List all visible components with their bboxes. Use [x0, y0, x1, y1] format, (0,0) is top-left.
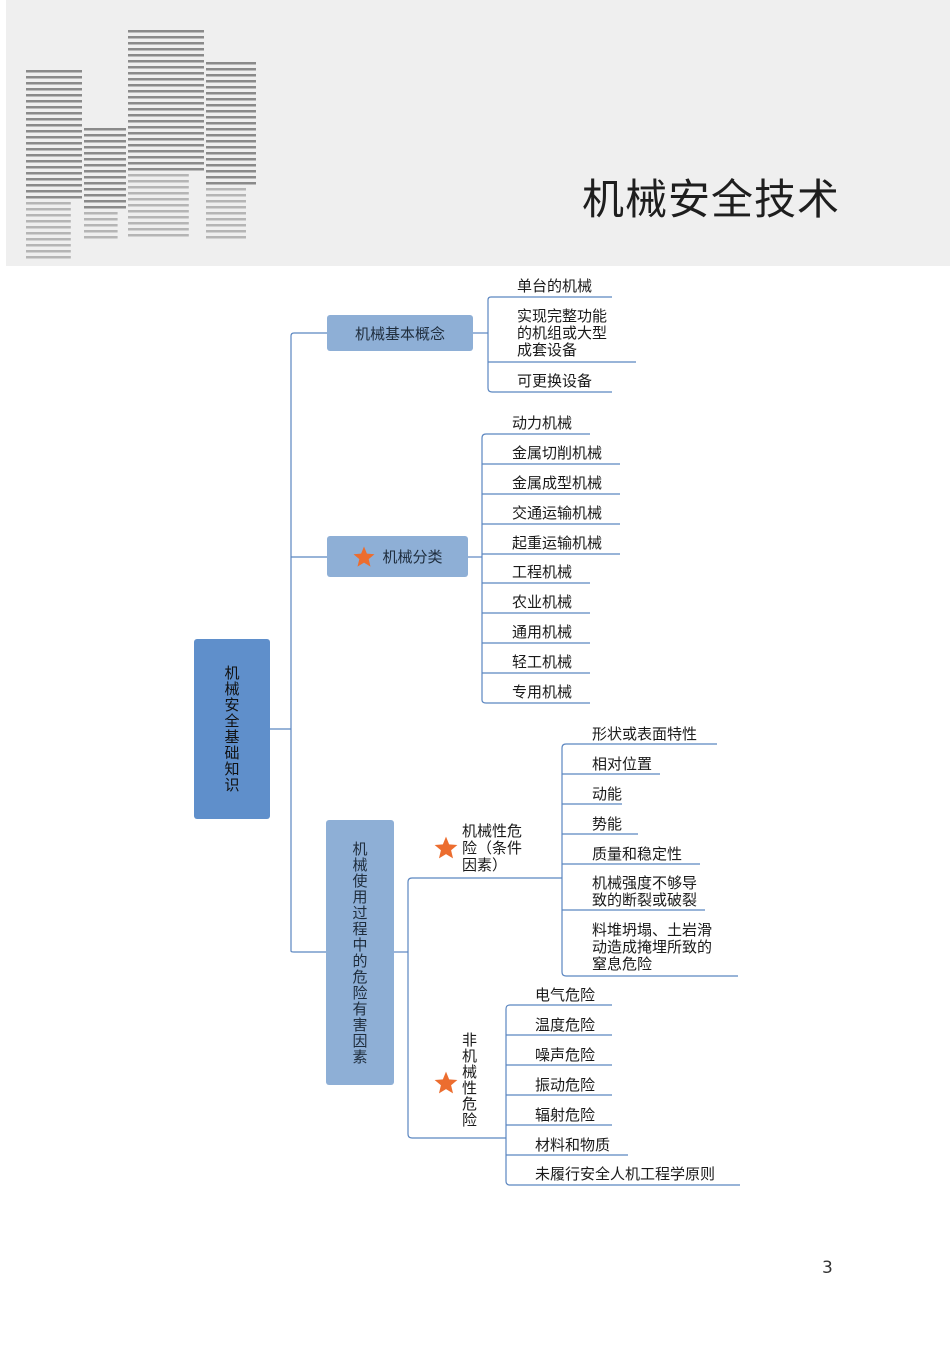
leaf-mechanical-1[interactable]: 相对位置 — [592, 755, 653, 773]
branch-concept-label: 机械基本概念 — [354, 324, 445, 343]
star-icon — [353, 546, 375, 567]
leaf-concept-0[interactable]: 单台的机械 — [517, 277, 593, 295]
leaf-nonmechanical-2[interactable]: 噪声危险 — [535, 1046, 596, 1064]
leaf-nonmechanical-4[interactable]: 辐射危险 — [535, 1106, 596, 1124]
leaf-mechanical-3[interactable]: 势能 — [592, 815, 623, 833]
leaf-mechanical-4[interactable]: 质量和稳定性 — [592, 845, 683, 863]
leaf-nonmechanical-6[interactable]: 未履行安全人机工程学原则 — [535, 1165, 716, 1183]
leaf-concept-1[interactable]: 实现完整功能 的机组或大型 成套设备 — [517, 307, 608, 359]
leaf-nonmechanical-0[interactable]: 电气危险 — [535, 986, 596, 1004]
leaf-classify-0[interactable]: 动力机械 — [512, 414, 573, 432]
leaf-classify-2[interactable]: 金属成型机械 — [512, 474, 603, 492]
leaf-classify-9[interactable]: 专用机械 — [512, 683, 573, 701]
leaf-classify-8[interactable]: 轻工机械 — [512, 653, 573, 671]
branch-concept-node[interactable]: 机械基本概念 — [327, 315, 473, 351]
leaf-nonmechanical-5[interactable]: 材料和物质 — [535, 1136, 611, 1154]
leaf-classify-1[interactable]: 金属切削机械 — [512, 444, 603, 462]
branch-classify-label: 机械分类 — [382, 548, 443, 566]
branch-hazard-label: 机械使用过程中的危险有害因素 — [350, 840, 369, 1065]
leaf-mechanical-5[interactable]: 机械强度不够导 致的断裂或破裂 — [592, 874, 698, 909]
leaf-classify-7[interactable]: 通用机械 — [512, 623, 573, 641]
sub-mechanical-label: 机械性危 险（条件 因素） — [462, 822, 523, 874]
page-title: 机械安全技术 — [582, 175, 841, 224]
sub-nonmechanical-label: 非机械性危险 — [460, 1032, 478, 1128]
branch-classify-node[interactable]: 机械分类 — [327, 536, 468, 577]
leaf-classify-3[interactable]: 交通运输机械 — [512, 504, 603, 522]
leaf-mechanical-2[interactable]: 动能 — [592, 785, 623, 803]
branch-hazard-node[interactable]: 机械使用过程中的危险有害因素 — [326, 820, 394, 1085]
leaf-nonmechanical-3[interactable]: 振动危险 — [535, 1076, 596, 1094]
leaf-classify-5[interactable]: 工程机械 — [512, 563, 573, 581]
leaf-classify-4[interactable]: 起重运输机械 — [512, 534, 603, 552]
root-node-label: 机械安全基础知识 — [222, 665, 241, 793]
leaf-nonmechanical-1[interactable]: 温度危险 — [535, 1016, 596, 1034]
leaf-classify-6[interactable]: 农业机械 — [512, 593, 573, 611]
page-number: 3 — [822, 1258, 833, 1278]
root-node[interactable]: 机械安全基础知识 — [194, 639, 270, 819]
star-icon — [434, 1071, 458, 1094]
leaf-mechanical-6[interactable]: 料堆坍塌、土岩滑 动造成掩埋所致的 窒息危险 — [592, 921, 713, 973]
leaf-concept-2[interactable]: 可更换设备 — [517, 372, 593, 390]
leaf-mechanical-0[interactable]: 形状或表面特性 — [592, 725, 698, 743]
city-buildings-illustration — [26, 30, 256, 259]
star-icon — [434, 836, 458, 859]
header-banner — [6, 0, 950, 266]
